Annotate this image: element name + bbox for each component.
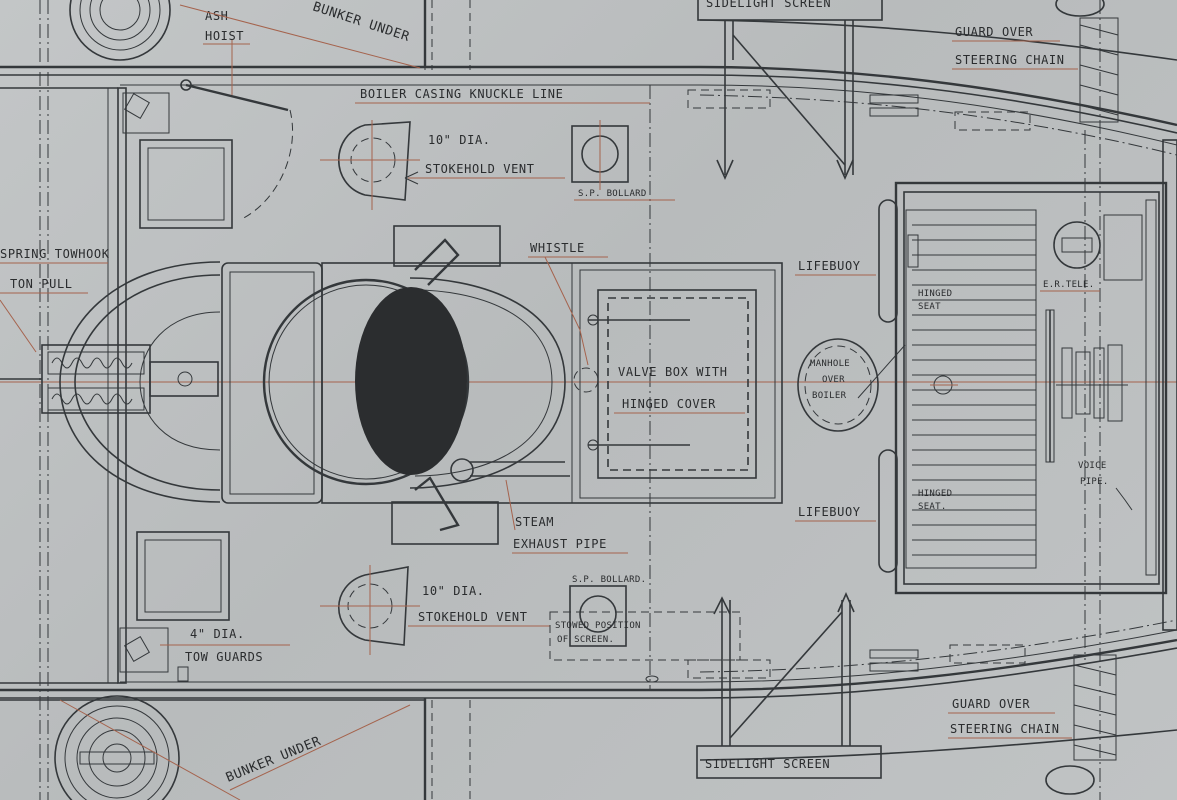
- bunker-under-bottom-label: BUNKER UNDER: [224, 734, 323, 786]
- lifebuoy-top-label: LIFEBUOY: [798, 259, 861, 273]
- manhole: MANHOLE OVER BOILER: [797, 338, 906, 432]
- manhole-label-1: MANHOLE: [810, 359, 850, 369]
- guard-steering-bottom: GUARD OVER STEERING CHAIN: [948, 654, 1117, 761]
- sidelight-screen-bottom-label: SIDELIGHT SCREEN: [705, 757, 830, 771]
- deck-fittings: [645, 0, 1105, 795]
- lifebuoys: LIFEBUOY LIFEBUOY: [795, 199, 898, 573]
- guard-steering-bottom-label-2: STEERING CHAIN: [950, 722, 1060, 736]
- vent-top-label-2: STOKEHOLD VENT: [425, 162, 535, 176]
- guard-steering-top-label-1: GUARD OVER: [955, 25, 1033, 39]
- manhole-label-3: BOILER: [812, 391, 847, 401]
- boiler-casing: BOILER CASING KNUCKLE LINE: [355, 87, 1031, 679]
- vent-bottom-label-2: STOKEHOLD VENT: [418, 610, 528, 624]
- stowed-label-2: OF SCREEN.: [557, 635, 614, 645]
- floor-grating: [912, 224, 1036, 556]
- stokehold-vent-top: 10" DIA. STOKEHOLD VENT: [320, 120, 565, 210]
- sp-bollard-bottom: S.P. BOLLARD.: [549, 575, 741, 661]
- funnel: [262, 225, 599, 545]
- coal-scuttle-bottom: [54, 695, 180, 800]
- valve-box: VALVE BOX WITH HINGED COVER: [587, 289, 757, 479]
- boiler-casing-label: BOILER CASING KNUCKLE LINE: [360, 87, 563, 101]
- hinged-seat-top-label-2: SEAT: [918, 302, 941, 312]
- vent-bottom-label-1: 10" DIA.: [422, 584, 485, 598]
- guard-steering-top-label-2: STEERING CHAIN: [955, 53, 1065, 67]
- sp-bollard-top: S.P. BOLLARD: [571, 120, 675, 201]
- ash-hoist: ASH HOIST: [180, 9, 294, 221]
- cleats: [119, 92, 170, 673]
- stowed-label-1: STOWED POSITION: [555, 621, 641, 631]
- manhole-label-2: OVER: [822, 375, 845, 385]
- steam-exhaust-label-2: EXHAUST PIPE: [513, 537, 607, 551]
- stowed-position: STOWED POSITION OF SCREEN.: [555, 621, 641, 645]
- hinged-seat-bottom-label-2: SEAT.: [918, 502, 947, 512]
- guard-steering-top: GUARD OVER STEERING CHAIN: [952, 17, 1119, 123]
- sp-bollard-bottom-label: S.P. BOLLARD.: [572, 575, 646, 585]
- tow-guards-label-2: TOW GUARDS: [185, 650, 263, 664]
- er-tele-label: E.R.TELE.: [1043, 280, 1094, 290]
- spring-towhook-label: SPRING TOWHOOK: [0, 247, 110, 261]
- steam-exhaust-label-1: STEAM: [515, 515, 554, 529]
- lifebuoy-bottom-label: LIFEBUOY: [798, 505, 861, 519]
- grill-bottom: [136, 531, 230, 621]
- wheelhouse: E.R.TELE. HINGED SEAT HINGED SEAT. VOICE…: [894, 139, 1177, 631]
- ton-pull-label: TON PULL: [10, 277, 73, 291]
- whistle: WHISTLE: [528, 241, 608, 366]
- spring-towhook: SPRING TOWHOOK TON PULL: [0, 247, 221, 503]
- sp-bollard-top-label: S.P. BOLLARD: [578, 189, 647, 199]
- whistle-label: WHISTLE: [530, 241, 585, 255]
- guard-steering-bottom-label-1: GUARD OVER: [952, 697, 1030, 711]
- tow-guards-label-1: 4" DIA.: [190, 627, 245, 641]
- vent-top-label-1: 10" DIA.: [428, 133, 491, 147]
- coal-scuttle-top: [69, 0, 171, 61]
- valve-box-label-2: HINGED COVER: [622, 397, 716, 411]
- ash-hoist-label-1: ASH: [205, 9, 228, 23]
- sidelight-screen-bottom: SIDELIGHT SCREEN: [696, 592, 882, 779]
- valve-box-label-1: VALVE BOX WITH: [618, 365, 728, 379]
- voice-pipe-label-1: VOICE: [1078, 461, 1107, 471]
- sidelight-screen-top-label: SIDELIGHT SCREEN: [706, 0, 831, 10]
- bunker-under-bottom: BUNKER UNDER: [59, 699, 411, 800]
- ash-hoist-label-2: HOIST: [205, 29, 244, 43]
- hinged-seat-top-label-1: HINGED: [918, 289, 952, 299]
- tow-guards: 4" DIA. TOW GUARDS: [160, 627, 290, 682]
- sidelight-screen-top: SIDELIGHT SCREEN: [697, 0, 883, 180]
- stokehold-vent-bottom: 10" DIA. STOKEHOLD VENT: [320, 565, 550, 655]
- grill-top: [139, 139, 233, 229]
- voice-pipe-label-2: PIPE.: [1080, 477, 1109, 487]
- hinged-seat-bottom-label-1: HINGED: [918, 489, 952, 499]
- boiler-casing-body: [221, 262, 783, 504]
- bunker-under-top-label: BUNKER UNDER: [311, 0, 412, 45]
- steam-exhaust: STEAM EXHAUST PIPE: [505, 479, 628, 554]
